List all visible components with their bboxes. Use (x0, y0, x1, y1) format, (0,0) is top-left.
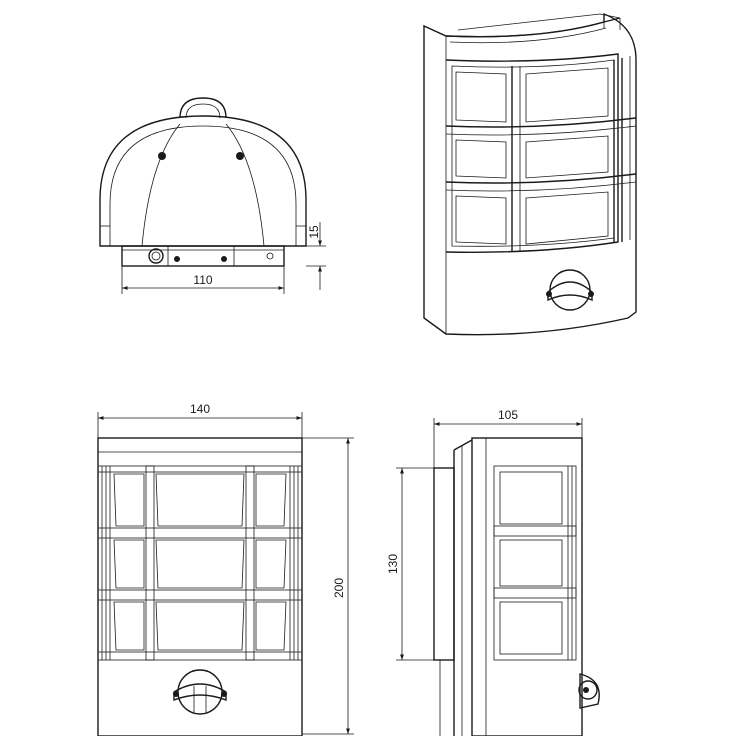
screw-icon (148, 248, 274, 264)
dim-side-height: 130 (386, 554, 400, 574)
motion-sensor-icon (546, 269, 594, 311)
motion-sensor-icon (173, 669, 227, 715)
perspective-view (423, 12, 637, 336)
top-view: 15 110 (99, 97, 326, 294)
dim-top-depth: 15 (307, 225, 321, 239)
dim-side-depth: 105 (498, 408, 518, 422)
front-view: 140 200 (97, 402, 354, 736)
dim-front-width: 140 (190, 402, 210, 416)
side-view: 105 130 (386, 408, 600, 736)
motion-sensor-icon (578, 673, 600, 709)
dim-front-height: 200 (332, 578, 346, 598)
dim-top-width: 110 (193, 273, 212, 287)
